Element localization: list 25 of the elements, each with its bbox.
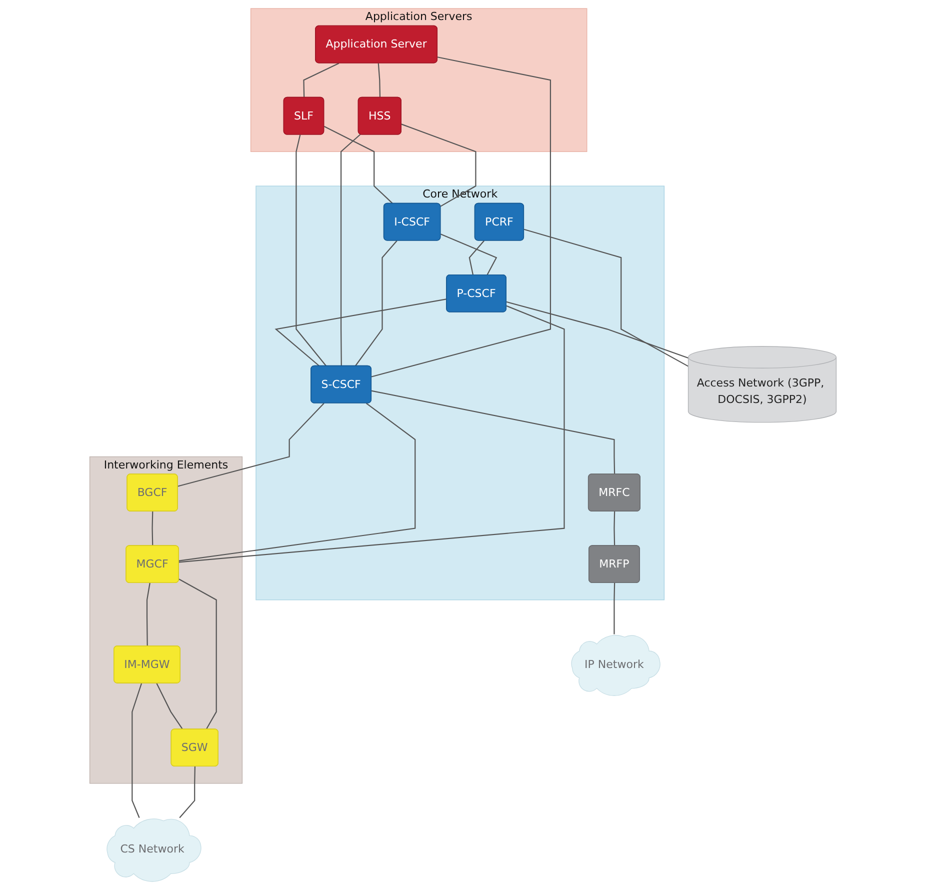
connector	[378, 63, 381, 98]
connector	[440, 234, 498, 276]
connector	[324, 126, 394, 204]
connector	[178, 578, 217, 730]
connector	[468, 240, 484, 276]
connector	[614, 511, 616, 546]
connector	[178, 402, 416, 562]
connector	[274, 298, 447, 367]
connector	[178, 305, 565, 563]
connector	[156, 683, 184, 730]
connector	[354, 240, 398, 366]
connector	[371, 56, 551, 378]
connector	[506, 301, 688, 359]
connector	[614, 583, 616, 634]
connector	[524, 228, 689, 367]
connector	[340, 134, 361, 366]
connector	[179, 766, 196, 818]
connector	[401, 124, 476, 207]
connector	[146, 582, 150, 646]
connector	[132, 683, 142, 818]
connector	[296, 134, 327, 366]
connector	[303, 62, 340, 98]
connector	[371, 390, 616, 474]
connector	[152, 511, 154, 546]
connector	[178, 402, 324, 487]
